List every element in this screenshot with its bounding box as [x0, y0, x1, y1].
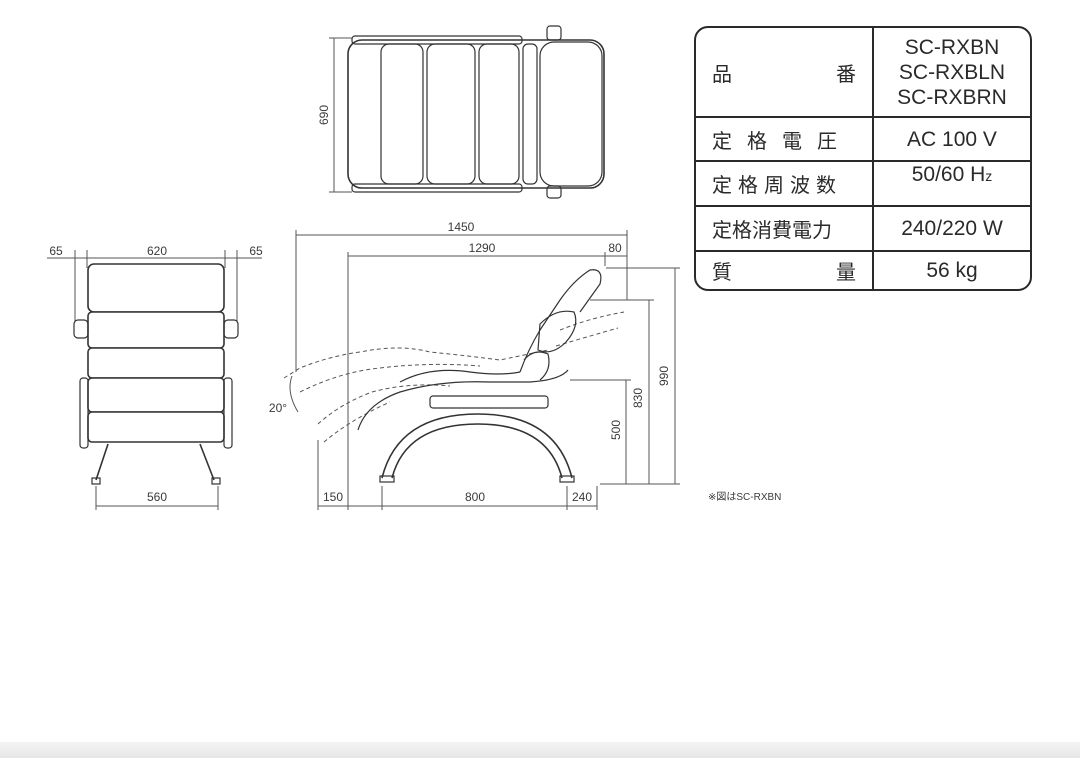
top-view: 690 [317, 25, 605, 199]
spec-label-weight: 質 量 [696, 252, 874, 289]
footer-bar [0, 742, 1080, 758]
side-view: 1450 1290 80 20° 990 [269, 220, 680, 510]
spec-label-voltage: 定 格 電 圧 [696, 118, 874, 160]
dim-length-1290: 1290 [469, 241, 496, 255]
front-view: 65 620 65 560 [47, 244, 263, 510]
dim-base-560: 560 [147, 490, 167, 504]
spec-row-weight: 質 量 56 kg [696, 252, 1030, 289]
model-3: SC-RXBRN [897, 85, 1007, 109]
dim-width-620: 620 [147, 244, 167, 258]
dim-head-80: 80 [608, 241, 622, 255]
spec-row-frequency: 定 格 周 波 数 50/60 H z [696, 162, 1030, 207]
dim-height-830: 830 [631, 388, 645, 408]
dim-length-1450: 1450 [448, 220, 475, 234]
spec-label-model: 品 番 [696, 28, 874, 116]
spec-value-model: SC-RXBN SC-RXBLN SC-RXBRN [874, 28, 1030, 116]
spec-value-weight: 56 kg [926, 259, 978, 282]
dim-depth-690: 690 [317, 105, 331, 125]
dim-seat-500: 500 [609, 420, 623, 440]
spec-label-frequency: 定 格 周 波 数 [696, 162, 874, 205]
model-2: SC-RXBLN [898, 60, 1006, 84]
spec-value-voltage: AC 100 V [907, 127, 997, 151]
spec-row-power: 定格消費電力 240/220 W [696, 207, 1030, 252]
dim-left-65: 65 [49, 244, 63, 258]
dim-angle-20: 20° [269, 401, 287, 415]
dim-rear-240: 240 [572, 490, 592, 504]
dim-right-65: 65 [249, 244, 263, 258]
spec-label-power: 定格消費電力 [696, 207, 874, 250]
spec-value-power: 240/220 W [901, 217, 1003, 240]
footnote: ※図はSC-RXBN [708, 491, 781, 503]
dim-base-800: 800 [465, 490, 485, 504]
dim-height-990: 990 [657, 366, 671, 386]
spec-row-model: 品 番 SC-RXBN SC-RXBLN SC-RXBRN [696, 28, 1030, 118]
spec-row-voltage: 定 格 電 圧 AC 100 V [696, 118, 1030, 162]
model-1: SC-RXBN [904, 35, 1000, 59]
spec-table: 品 番 SC-RXBN SC-RXBLN SC-RXBRN 定 格 電 圧 AC… [694, 26, 1032, 291]
spec-value-frequency: 50/60 H z [911, 163, 993, 186]
dim-front-150: 150 [323, 490, 343, 504]
